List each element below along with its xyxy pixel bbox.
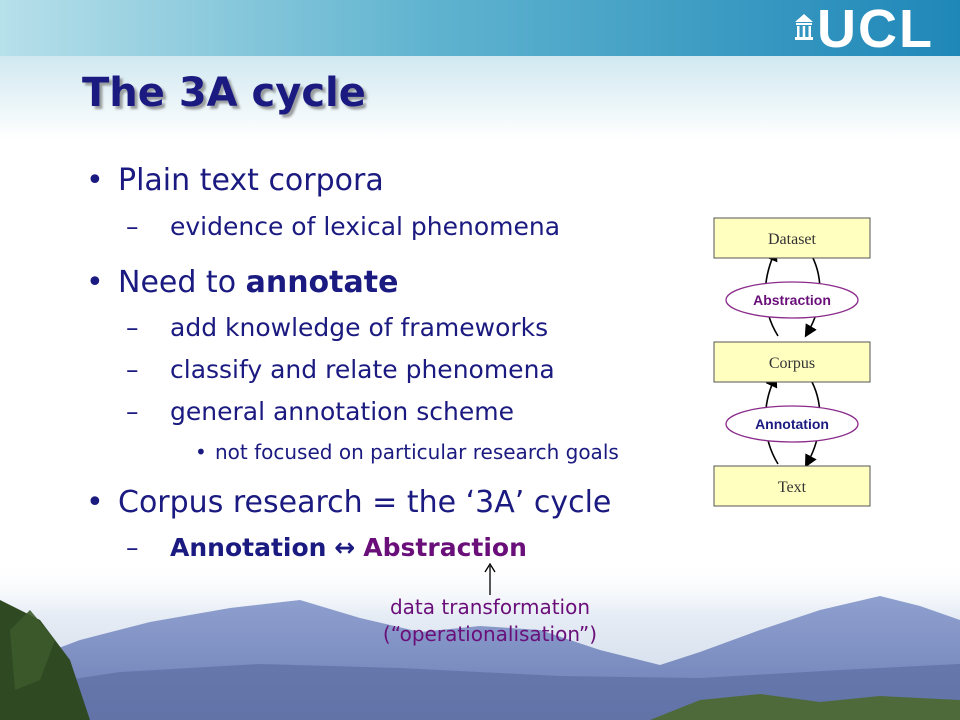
dash-marker: – (126, 533, 139, 562)
abstraction-ellipse (725, 281, 859, 319)
dash-marker: – (126, 313, 139, 342)
bullet-annotate: Need to annotate (86, 265, 399, 300)
bullet-text: Corpus research = the ‘3A’ cycle (118, 485, 612, 520)
note-line-2: (“operationalisation”) (382, 622, 598, 646)
annotation-ellipse (725, 405, 859, 443)
landscape-background (0, 560, 960, 720)
header-bar (0, 0, 960, 56)
portico-icon (795, 14, 814, 40)
up-arrow-icon (484, 562, 496, 595)
dataset-label: Dataset (768, 231, 817, 248)
slide-title: The 3A cycle (82, 70, 366, 116)
sub-bullet-text: general annotation scheme (170, 397, 514, 426)
dataset-box (713, 217, 871, 259)
ucl-logo: UCL (795, 0, 934, 59)
sub-bullet-text: evidence of lexical phenomena (170, 212, 561, 241)
3a-cycle-diagram: Dataset Corpus Text Abstraction Annotati… (713, 217, 871, 507)
text-label: Text (778, 479, 807, 496)
header-fade (0, 56, 960, 140)
double-arrow-icon: ↔ (334, 533, 356, 562)
sub-bullet: – add knowledge of frameworks (126, 313, 549, 342)
sub-sub-bullet: not focused on particular research goals (195, 440, 619, 464)
annotation-term: Annotation (170, 533, 327, 562)
logo-text: UCL (817, 0, 934, 59)
sub-bullet-annotation-abstraction: – Annotation ↔ Abstraction (126, 533, 527, 562)
annotation-label: Annotation (755, 416, 829, 432)
dash-marker: – (126, 355, 139, 384)
bullet-plain-text: Plain text corpora (86, 163, 384, 198)
note-line-1: data transformation (389, 595, 591, 619)
dash-marker: – (126, 212, 139, 241)
sub-bullet: – general annotation scheme (126, 397, 514, 426)
bullet-text: Need to (118, 265, 246, 300)
bullet-text: Plain text corpora (118, 163, 384, 198)
sub-sub-bullet-text: not focused on particular research goals (215, 440, 619, 464)
abstraction-label: Abstraction (753, 292, 831, 308)
corpus-label: Corpus (769, 355, 815, 372)
sub-bullet: – classify and relate phenomena (126, 355, 555, 384)
bullet-3a-cycle: Corpus research = the ‘3A’ cycle (86, 485, 612, 520)
sub-bullet-text: classify and relate phenomena (170, 355, 555, 384)
bullet-emphasis: annotate (245, 265, 399, 300)
abstraction-term: Abstraction (363, 533, 527, 562)
text-box (713, 465, 871, 507)
sub-bullet: – evidence of lexical phenomena (126, 212, 561, 241)
corpus-box (713, 341, 871, 383)
sub-bullet-text: add knowledge of frameworks (170, 313, 549, 342)
data-transformation-note: data transformation (“operationalisation… (345, 594, 635, 648)
dash-marker: – (126, 397, 139, 426)
